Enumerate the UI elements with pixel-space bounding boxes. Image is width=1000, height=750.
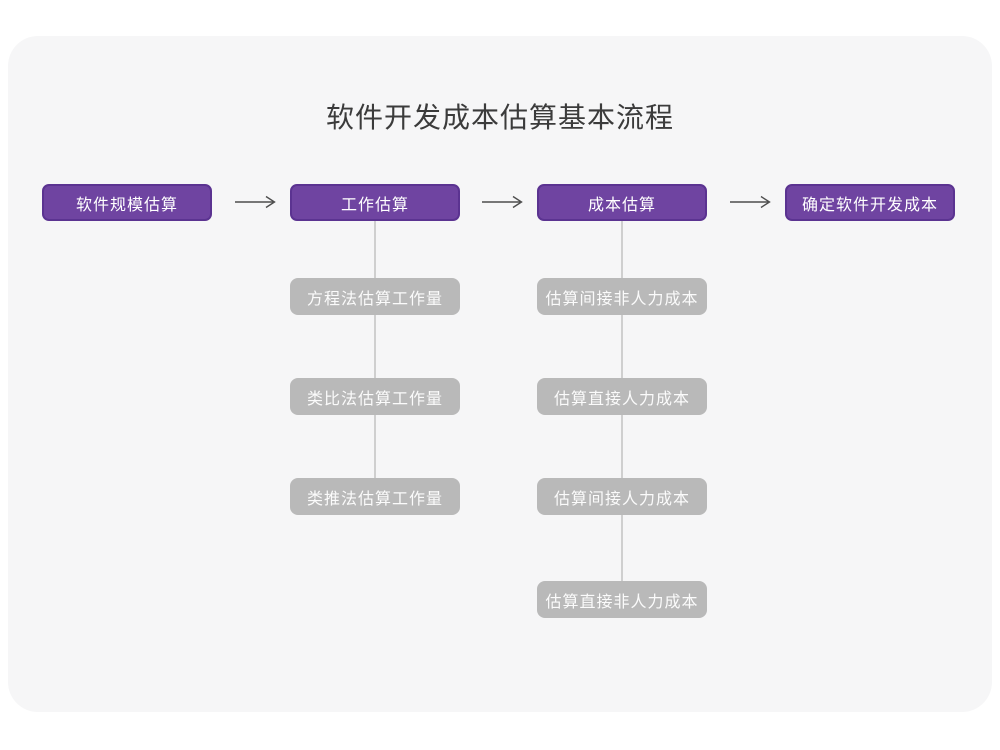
diagram-title: 软件开发成本估算基本流程 xyxy=(325,102,674,133)
arrow-right-icon xyxy=(730,195,771,209)
sub-node-equation-method: 方程法估算工作量 xyxy=(290,278,460,315)
node-cost-estimation: 成本估算 xyxy=(537,184,707,221)
diagram-card xyxy=(8,36,992,712)
node-software-scale-estimation: 软件规模估算 xyxy=(42,184,212,221)
sub-node-indirect-non-labor-cost: 估算间接非人力成本 xyxy=(537,278,707,315)
sub-node-direct-non-labor-cost: 估算直接非人力成本 xyxy=(537,581,707,618)
node-determine-software-dev-cost: 确定软件开发成本 xyxy=(785,184,955,221)
sub-node-analogy-method: 类比法估算工作量 xyxy=(290,378,460,415)
sub-node-indirect-labor-cost: 估算间接人力成本 xyxy=(537,478,707,515)
connector-line-work-column xyxy=(374,221,376,497)
node-work-estimation: 工作估算 xyxy=(290,184,460,221)
arrow-right-icon xyxy=(482,195,523,209)
sub-node-extrapolation-method: 类推法估算工作量 xyxy=(290,478,460,515)
sub-node-direct-labor-cost: 估算直接人力成本 xyxy=(537,378,707,415)
arrow-right-icon xyxy=(235,195,276,209)
